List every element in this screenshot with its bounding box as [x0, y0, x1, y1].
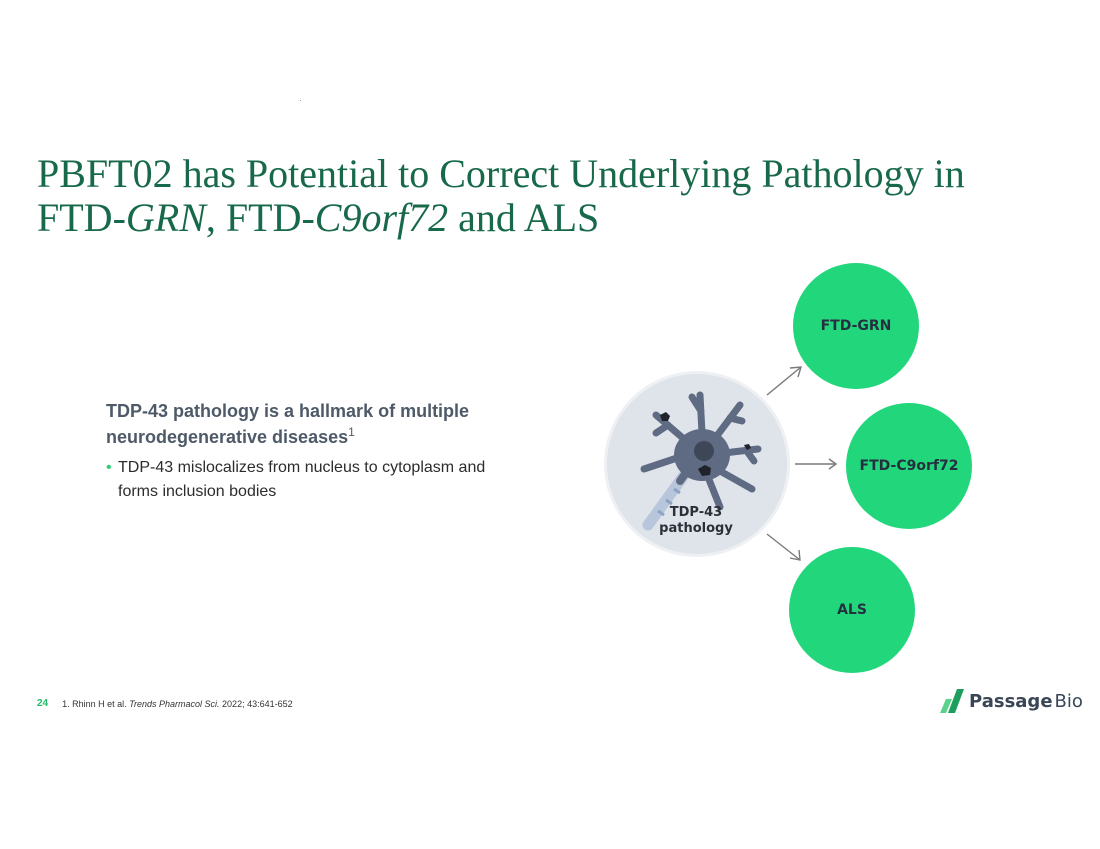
disease-als: ALS: [789, 547, 915, 673]
diagram-arrows: [766, 366, 838, 561]
bullet-mark: •: [106, 459, 112, 476]
logo-word-bio: Bio: [1054, 690, 1083, 712]
disease-ftd-c9orf72: FTD-C9orf72: [846, 403, 972, 529]
title-gene-grn: GRN: [125, 195, 206, 240]
slide-title: PBFT02 has Potential to Correct Underlyi…: [37, 151, 965, 240]
content-heading: TDP-43 pathology is a hallmark of multip…: [106, 401, 470, 447]
content-block: TDP-43 pathology is a hallmark of multip…: [106, 398, 526, 504]
pathology-diagram: TDP-43 pathology FTD-GRN FTD-C9orf72 ALS: [590, 255, 990, 685]
bullet-text: TDP-43 mislocalizes from nucleus to cyto…: [118, 459, 486, 500]
logo-word-passage: Passage: [969, 690, 1053, 712]
stray-dot: [300, 100, 301, 101]
page-number: 24: [37, 698, 49, 709]
passage-bio-logo-icon: [940, 689, 964, 713]
disease-ftd-grn: FTD-GRN: [793, 263, 919, 389]
neuron-icon: [640, 391, 762, 531]
neuron-label: TDP-43 pathology: [659, 505, 733, 536]
title-gene-c9: C9orf72: [314, 195, 449, 240]
arrow-to-als: [766, 533, 801, 561]
bullet-item: • TDP-43 mislocalizes from nucleus to cy…: [106, 456, 526, 504]
passage-bio-logo: Passage Bio: [938, 688, 1083, 714]
arrow-to-ftd-grn: [766, 366, 802, 396]
footer: 24 1. Rhinn H et al. Trends Pharmacol Sc…: [37, 698, 293, 709]
reference-citation: 1. Rhinn H et al. Trends Pharmacol Sci. …: [62, 698, 293, 709]
heading-reference: 1: [348, 425, 355, 439]
